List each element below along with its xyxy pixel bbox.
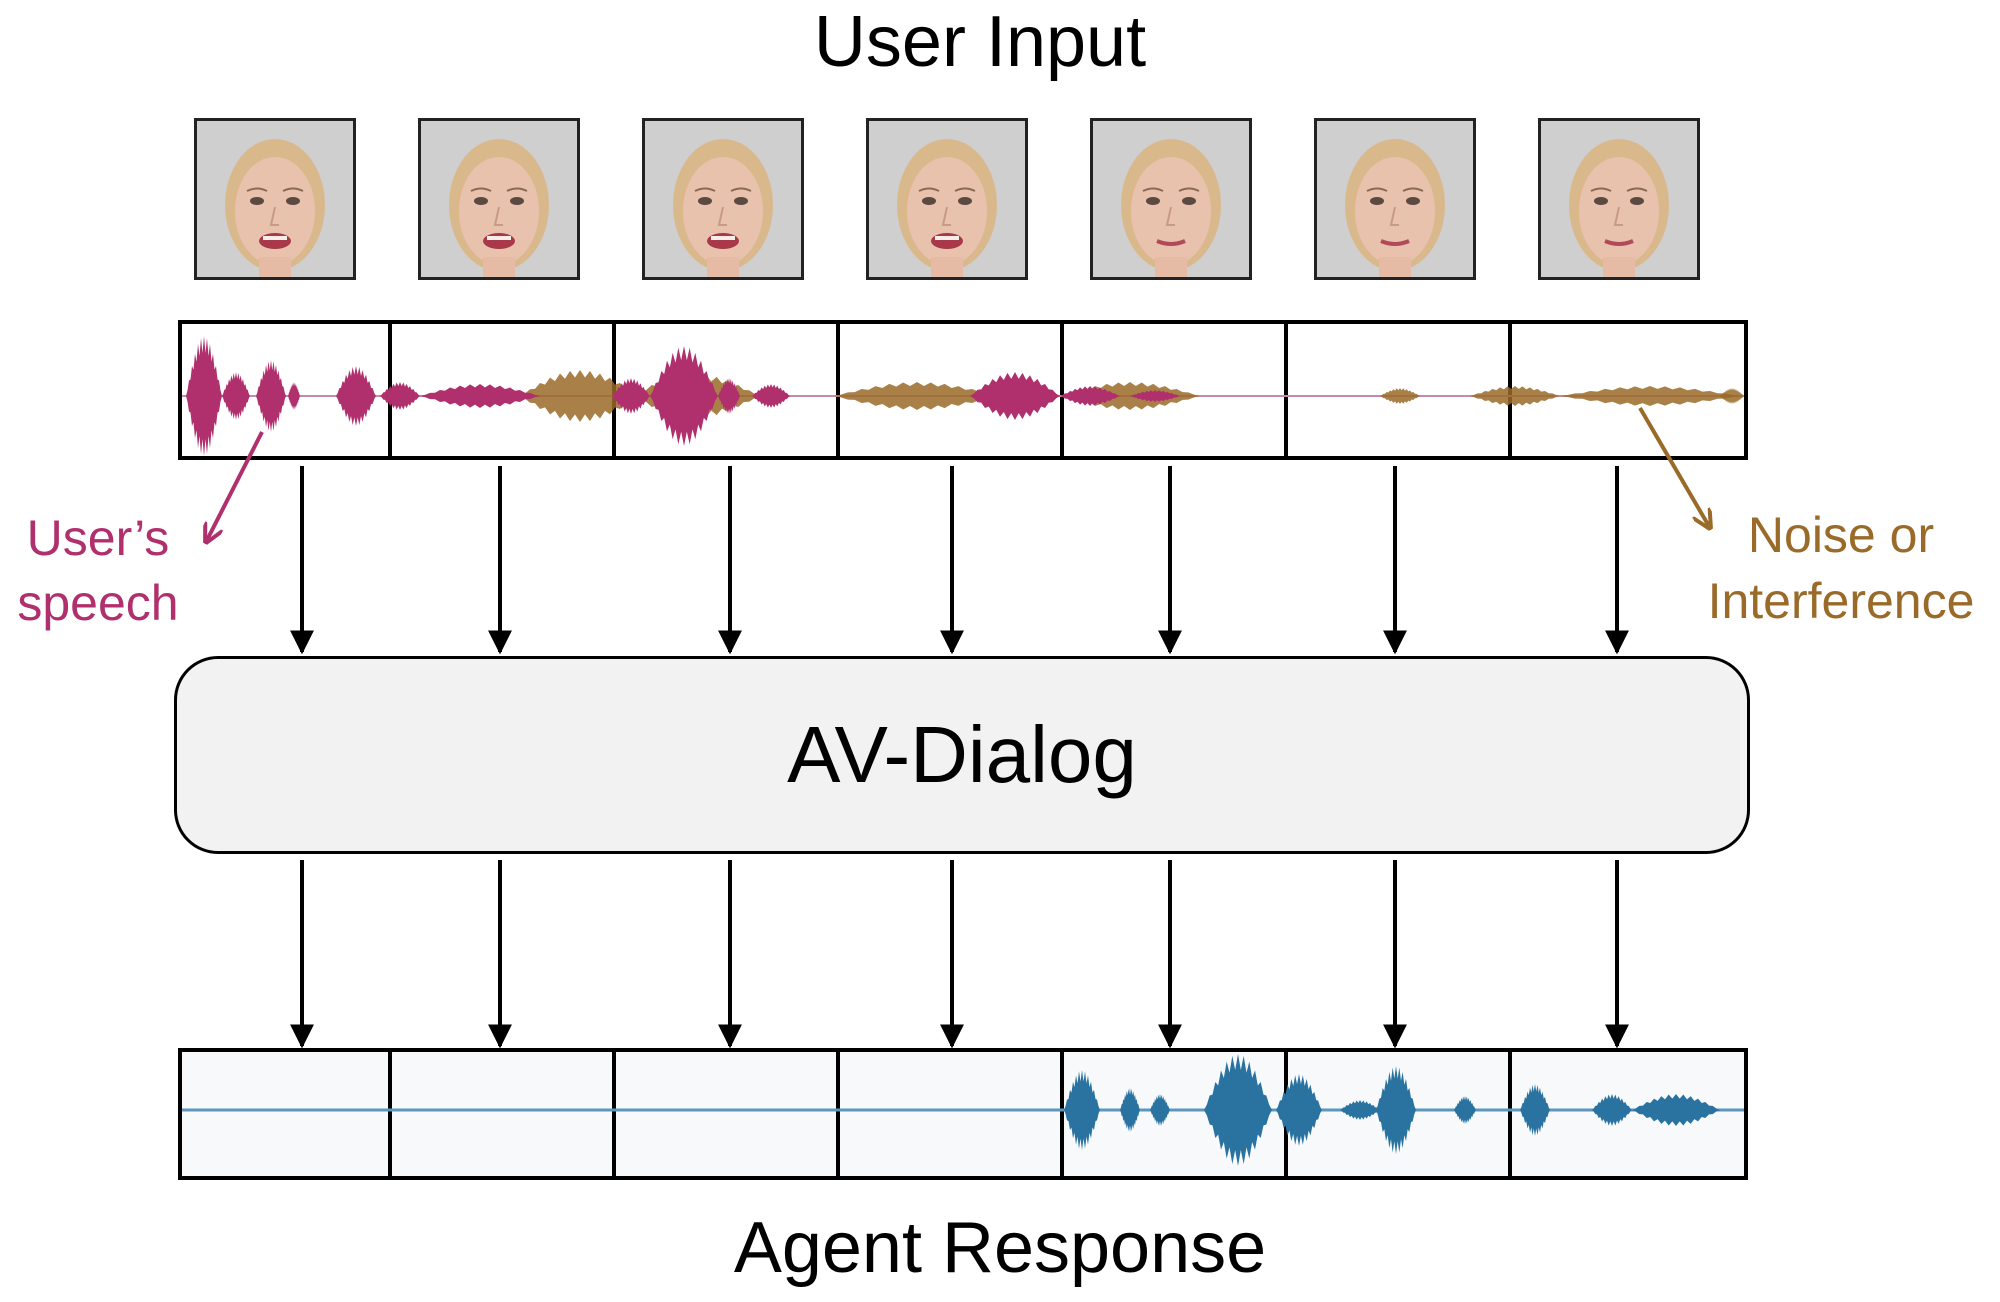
- agent-audio-strip: [178, 1048, 1748, 1180]
- output-arrows: [290, 860, 1629, 1049]
- agent-waveform: [1120, 1088, 1140, 1132]
- user-face-frame: [418, 118, 580, 280]
- agent-waveform: [1592, 1094, 1632, 1126]
- speech-waveform: [336, 366, 376, 426]
- strip-frame: [178, 1048, 1748, 1180]
- model-label: AV-Dialog: [787, 710, 1137, 799]
- speech-callout-arrow: [206, 431, 264, 542]
- agent-waveform: [1520, 1084, 1550, 1136]
- user-face-frame: [866, 118, 1028, 280]
- speech-waveform: [222, 372, 250, 420]
- agent-waveform: [1632, 1094, 1720, 1126]
- noise-callout-label: Noise or Interference: [1707, 507, 1975, 629]
- agent-waveform: [1276, 1074, 1322, 1146]
- agent-waveform: [1376, 1066, 1416, 1154]
- agent-waveform: [1204, 1054, 1272, 1166]
- agent-waveform: [1150, 1094, 1170, 1126]
- speech-waveform: [420, 384, 540, 408]
- user-face-frame: [1538, 118, 1700, 280]
- speech-waveform: [1060, 386, 1120, 406]
- av-dialog-model-box: AV-Dialog: [174, 656, 1750, 854]
- callout-arrows: [206, 406, 1710, 542]
- speech-waveform: [970, 372, 1060, 420]
- speech-waveform: [718, 378, 740, 414]
- agent-waveform: [1340, 1100, 1380, 1120]
- speech-waveform: [288, 382, 300, 410]
- speech-waveform: [612, 378, 650, 414]
- noise-waveform: [1470, 386, 1560, 406]
- agent-response-title: Agent Response: [733, 1208, 1267, 1288]
- noise-waveform: [520, 370, 640, 422]
- noise-waveform: [834, 382, 1000, 410]
- noise-waveform: [1560, 386, 1740, 406]
- speech-waveform: [650, 346, 718, 446]
- speech-callout-label: User’s speech: [17, 510, 179, 631]
- agent-waveform: [1454, 1096, 1476, 1124]
- user-face-frame: [1090, 118, 1252, 280]
- noise-waveform: [1380, 388, 1420, 404]
- speech-waveform: [380, 382, 420, 410]
- input-arrows: [290, 466, 1629, 655]
- speech-waveform: [1130, 390, 1180, 402]
- speech-waveform: [186, 336, 222, 456]
- speech-waveform: [752, 384, 790, 408]
- agent-waveform: [1064, 1070, 1100, 1150]
- speech-waveform: [256, 360, 286, 432]
- user-input-title: User Input: [813, 2, 1147, 82]
- noise-waveform: [1720, 388, 1744, 404]
- noise-callout-arrow: [1638, 406, 1710, 528]
- user-face-frame: [642, 118, 804, 280]
- user-face-frame: [1314, 118, 1476, 280]
- input-audio-strip: [178, 320, 1748, 460]
- user-face-frame: [194, 118, 356, 280]
